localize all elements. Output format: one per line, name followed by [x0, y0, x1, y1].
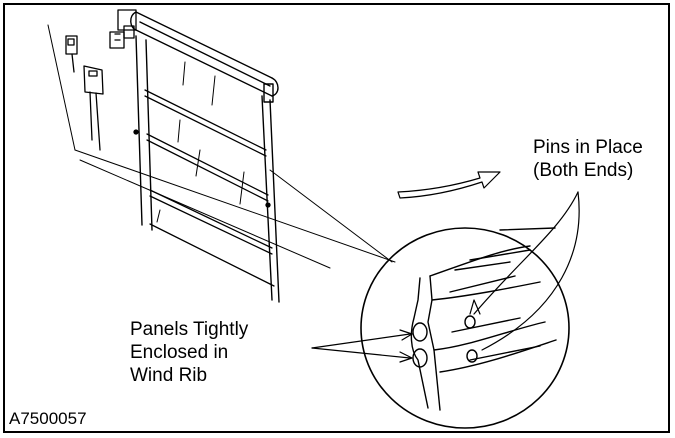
detail-pins: [464, 315, 478, 363]
figure-id: A7500057: [9, 409, 87, 428]
roller-housing: [130, 11, 279, 103]
panels-callout-line3: Wind Rib: [130, 365, 208, 386]
figure-frame: [3, 3, 670, 433]
drive-motor: [109, 9, 137, 49]
control-box: [65, 35, 104, 151]
pins-leaders: [469, 191, 580, 351]
panels-callout: Panels Tightly Enclosed in Wind Rib: [130, 318, 248, 387]
pins-callout-line2: (Both Ends): [533, 160, 634, 181]
wall-lines: [47, 24, 396, 269]
wind-ribs: [144, 89, 275, 287]
panels-callout-line1: Panels Tightly: [130, 319, 249, 340]
detail-leader: [269, 169, 393, 263]
fabric-folds: [156, 61, 245, 223]
panels-callout-line2: Enclosed in: [130, 342, 229, 363]
pins-callout-line1: Pins in Place: [533, 137, 643, 158]
panel-ends: [412, 322, 428, 368]
direction-arrow-icon: [397, 171, 501, 199]
panels-leaders: [311, 329, 413, 363]
pins-callout: Pins in Place (Both Ends): [533, 136, 643, 182]
side-guides: [135, 35, 280, 303]
detail-circle: [360, 227, 570, 429]
detail-rib: [410, 227, 557, 411]
door-pins: [133, 129, 271, 208]
